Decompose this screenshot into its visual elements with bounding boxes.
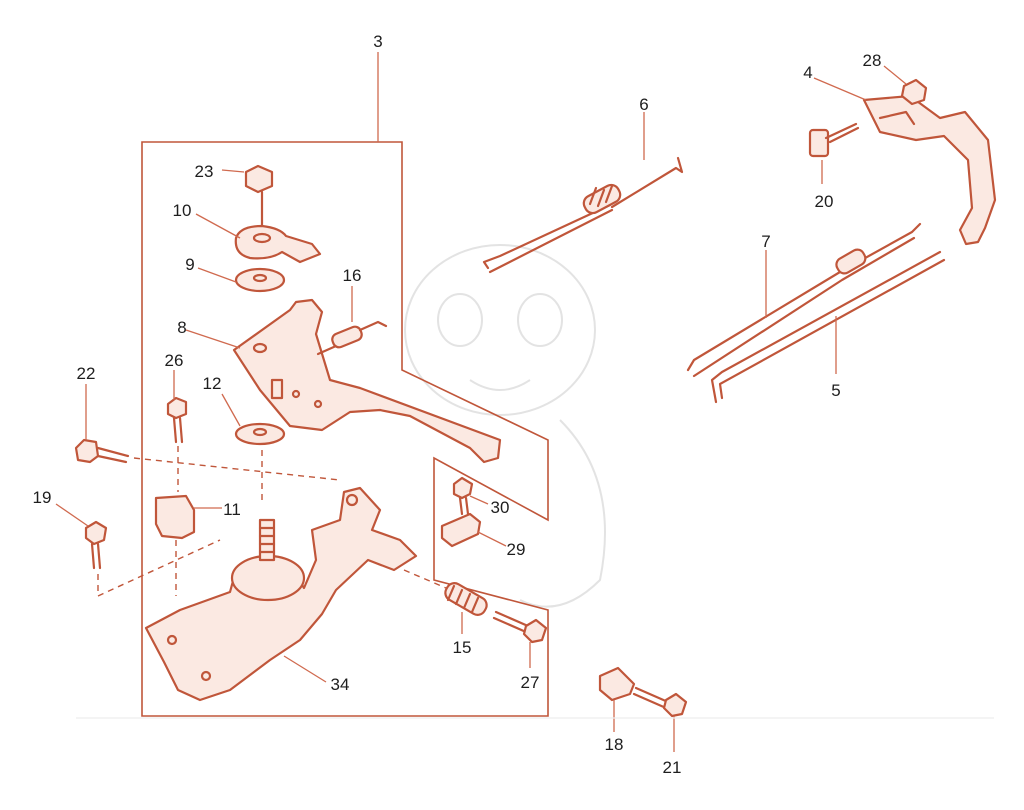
part-8-lever-arm xyxy=(185,298,502,464)
callout-4: 4 xyxy=(803,63,812,82)
watermark xyxy=(404,244,606,608)
callout-18: 18 xyxy=(605,735,624,754)
callout-11: 11 xyxy=(223,500,241,519)
callout-labels: 3 4 5 6 7 8 9 10 11 12 15 16 18 19 20 21… xyxy=(33,32,882,777)
callout-3: 3 xyxy=(373,32,382,51)
part-10-plate xyxy=(195,213,322,264)
callout-9: 9 xyxy=(185,255,194,274)
callout-22: 22 xyxy=(77,364,96,383)
callout-26: 26 xyxy=(165,351,184,370)
part-21-bolt xyxy=(632,686,688,752)
part-34-base-plate xyxy=(144,486,418,702)
part-28-nut xyxy=(883,65,928,106)
callout-6: 6 xyxy=(639,95,648,114)
part-12-washer xyxy=(221,393,286,500)
callout-30: 30 xyxy=(491,498,510,517)
assembly-frame xyxy=(141,52,549,717)
callout-23: 23 xyxy=(195,162,214,181)
callout-15: 15 xyxy=(453,638,472,657)
callout-27: 27 xyxy=(521,673,540,692)
part-27-bolt xyxy=(492,610,548,668)
callout-28: 28 xyxy=(863,51,882,70)
callout-12: 12 xyxy=(203,374,222,393)
part-29-clip xyxy=(403,512,507,589)
part-30-bolt xyxy=(452,476,489,516)
part-5-rod xyxy=(710,250,946,404)
part-11-clip xyxy=(154,494,222,596)
part-16-spring xyxy=(316,286,388,356)
callout-7: 7 xyxy=(761,232,770,251)
part-9-washer xyxy=(197,267,286,293)
part-18-bushing xyxy=(598,666,636,732)
callout-29: 29 xyxy=(507,540,526,559)
callout-16: 16 xyxy=(343,266,362,285)
callout-34: 34 xyxy=(331,675,350,694)
callout-5: 5 xyxy=(831,381,840,400)
callout-19: 19 xyxy=(33,488,52,507)
part-23-nut xyxy=(221,164,274,228)
part-22-bolt xyxy=(74,384,341,481)
callout-21: 21 xyxy=(663,758,682,777)
part-26-bolt xyxy=(166,370,188,492)
part-4-bracket xyxy=(813,77,997,246)
part-19-bolt xyxy=(55,503,221,598)
callout-20: 20 xyxy=(815,192,834,211)
callout-8: 8 xyxy=(177,318,186,337)
callout-10: 10 xyxy=(173,201,192,220)
part-6-spring-rod xyxy=(482,112,684,274)
part-7-spring-rod xyxy=(686,222,922,378)
part-15-spring xyxy=(444,582,488,634)
part-20-bolt xyxy=(808,122,860,184)
